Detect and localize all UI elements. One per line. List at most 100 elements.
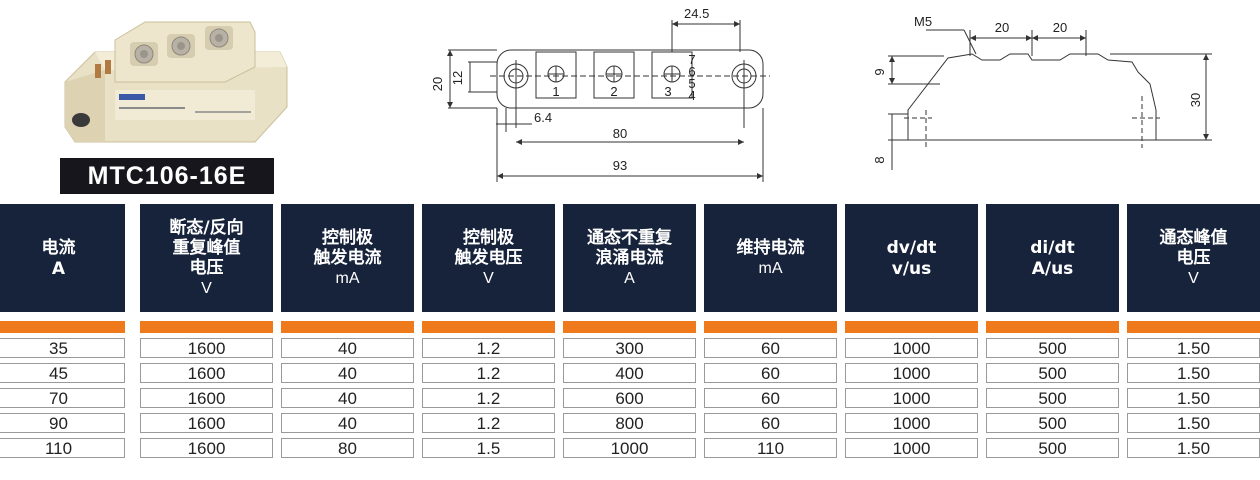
dim-spacing-b: 20	[1053, 20, 1067, 35]
terminal-screw-icon	[205, 26, 233, 50]
table-cell: 60	[704, 388, 837, 408]
table-cell: 600	[563, 388, 696, 408]
table-cell: 40	[281, 388, 414, 408]
column-header-label: 电压	[189, 257, 224, 278]
table-cell: 500	[986, 413, 1119, 433]
table-cell: 1000	[563, 438, 696, 458]
table-cell: 1600	[140, 338, 273, 358]
column-header-unit: V	[483, 269, 494, 287]
table-cell: 1000	[845, 338, 978, 358]
dim-pitch: 24.5	[684, 6, 709, 21]
orange-band	[422, 321, 555, 333]
table-cell: 110	[0, 438, 125, 458]
table-cell: 1000	[845, 388, 978, 408]
pin-label: 5	[688, 76, 695, 91]
table-cell: 110	[704, 438, 837, 458]
table-cell: 1.2	[422, 388, 555, 408]
column-header-label: 浪涌电流	[595, 247, 664, 268]
column-header-label: dv/dt	[886, 237, 937, 258]
top-view-drawing: 24.5 20 12 6.4 80 93 1 2 3 7 6 5 4	[430, 6, 770, 182]
column-header-label: 触发电压	[454, 247, 523, 268]
column-header-label: 重复峰值	[172, 237, 241, 258]
column-header-label: 电压	[1176, 247, 1211, 268]
table-cell: 45	[0, 363, 125, 383]
column-header-unit: V	[201, 279, 212, 297]
table-cell: 1600	[140, 363, 273, 383]
table-cell: 1.50	[1127, 363, 1260, 383]
dim-terminal-height: 9	[872, 68, 887, 75]
column-header-unit: mA	[758, 259, 783, 277]
table-cell: 500	[986, 388, 1119, 408]
table-cell: 500	[986, 338, 1119, 358]
column-header-label: 控制极	[322, 227, 373, 248]
orange-band	[1127, 321, 1260, 333]
table-cell: 500	[986, 363, 1119, 383]
table-cell: 60	[704, 338, 837, 358]
pin-label: 1	[552, 84, 559, 99]
table-cell: 400	[563, 363, 696, 383]
dim-overall-length: 93	[613, 158, 627, 173]
pin-label: 6	[688, 64, 695, 79]
column-header-label: 断态/反向	[169, 217, 244, 238]
table-cell: 1.50	[1127, 413, 1260, 433]
table-cell: 1.50	[1127, 388, 1260, 408]
pin-label: 4	[688, 88, 695, 103]
column-header-unit: mA	[335, 269, 360, 287]
table-cell: 1600	[140, 388, 273, 408]
table-cell: 1.2	[422, 338, 555, 358]
column-header-unit: A	[51, 258, 66, 279]
table-cell: 80	[281, 438, 414, 458]
pin-label: 7	[688, 52, 695, 67]
column-header-unit: A	[624, 269, 635, 287]
dim-spacing-a: 20	[995, 20, 1009, 35]
product-photo	[64, 21, 288, 143]
orange-band	[0, 321, 125, 333]
table-cell: 1.50	[1127, 438, 1260, 458]
table-cell: 300	[563, 338, 696, 358]
orange-band	[563, 321, 696, 333]
dim-height-outer: 20	[430, 77, 445, 91]
screw-label: M5	[914, 14, 932, 29]
column-header-unit: V	[1188, 269, 1199, 287]
column-header-label: 触发电流	[313, 247, 382, 268]
pin-label: 3	[664, 84, 671, 99]
table-cell: 800	[563, 413, 696, 433]
column-header-label: 通态峰值	[1159, 227, 1228, 248]
terminal-screw-icon	[130, 42, 158, 66]
table-cell: 35	[0, 338, 125, 358]
column-header-label: 控制极	[463, 227, 514, 248]
table-cell: 60	[704, 413, 837, 433]
table-cell: 40	[281, 413, 414, 433]
dim-offset: 6.4	[534, 110, 552, 125]
table-cell: 1600	[140, 438, 273, 458]
column-header-label: 维持电流	[736, 237, 805, 258]
orange-band	[845, 321, 978, 333]
table-cell: 1.2	[422, 363, 555, 383]
table-cell: 1600	[140, 413, 273, 433]
column-header-label: di/dt	[1030, 237, 1075, 258]
orange-band	[140, 321, 273, 333]
table-cell: 90	[0, 413, 125, 433]
column-header-unit: A/us	[1031, 258, 1074, 279]
table-cell: 1000	[845, 413, 978, 433]
dim-overall-height: 30	[1188, 93, 1203, 107]
table-cell: 1.50	[1127, 338, 1260, 358]
table-cell: 70	[0, 388, 125, 408]
dim-base: 8	[872, 156, 887, 163]
terminal-screw-icon	[167, 34, 195, 58]
table-cell: 40	[281, 338, 414, 358]
table-cell: 1000	[845, 438, 978, 458]
table-cell: 1000	[845, 363, 978, 383]
side-view-drawing: M5 20 20 9 30 8	[872, 14, 1212, 170]
table-cell: 1.2	[422, 413, 555, 433]
table-cell: 1.5	[422, 438, 555, 458]
dim-height-inner: 12	[450, 71, 465, 85]
orange-band	[704, 321, 837, 333]
